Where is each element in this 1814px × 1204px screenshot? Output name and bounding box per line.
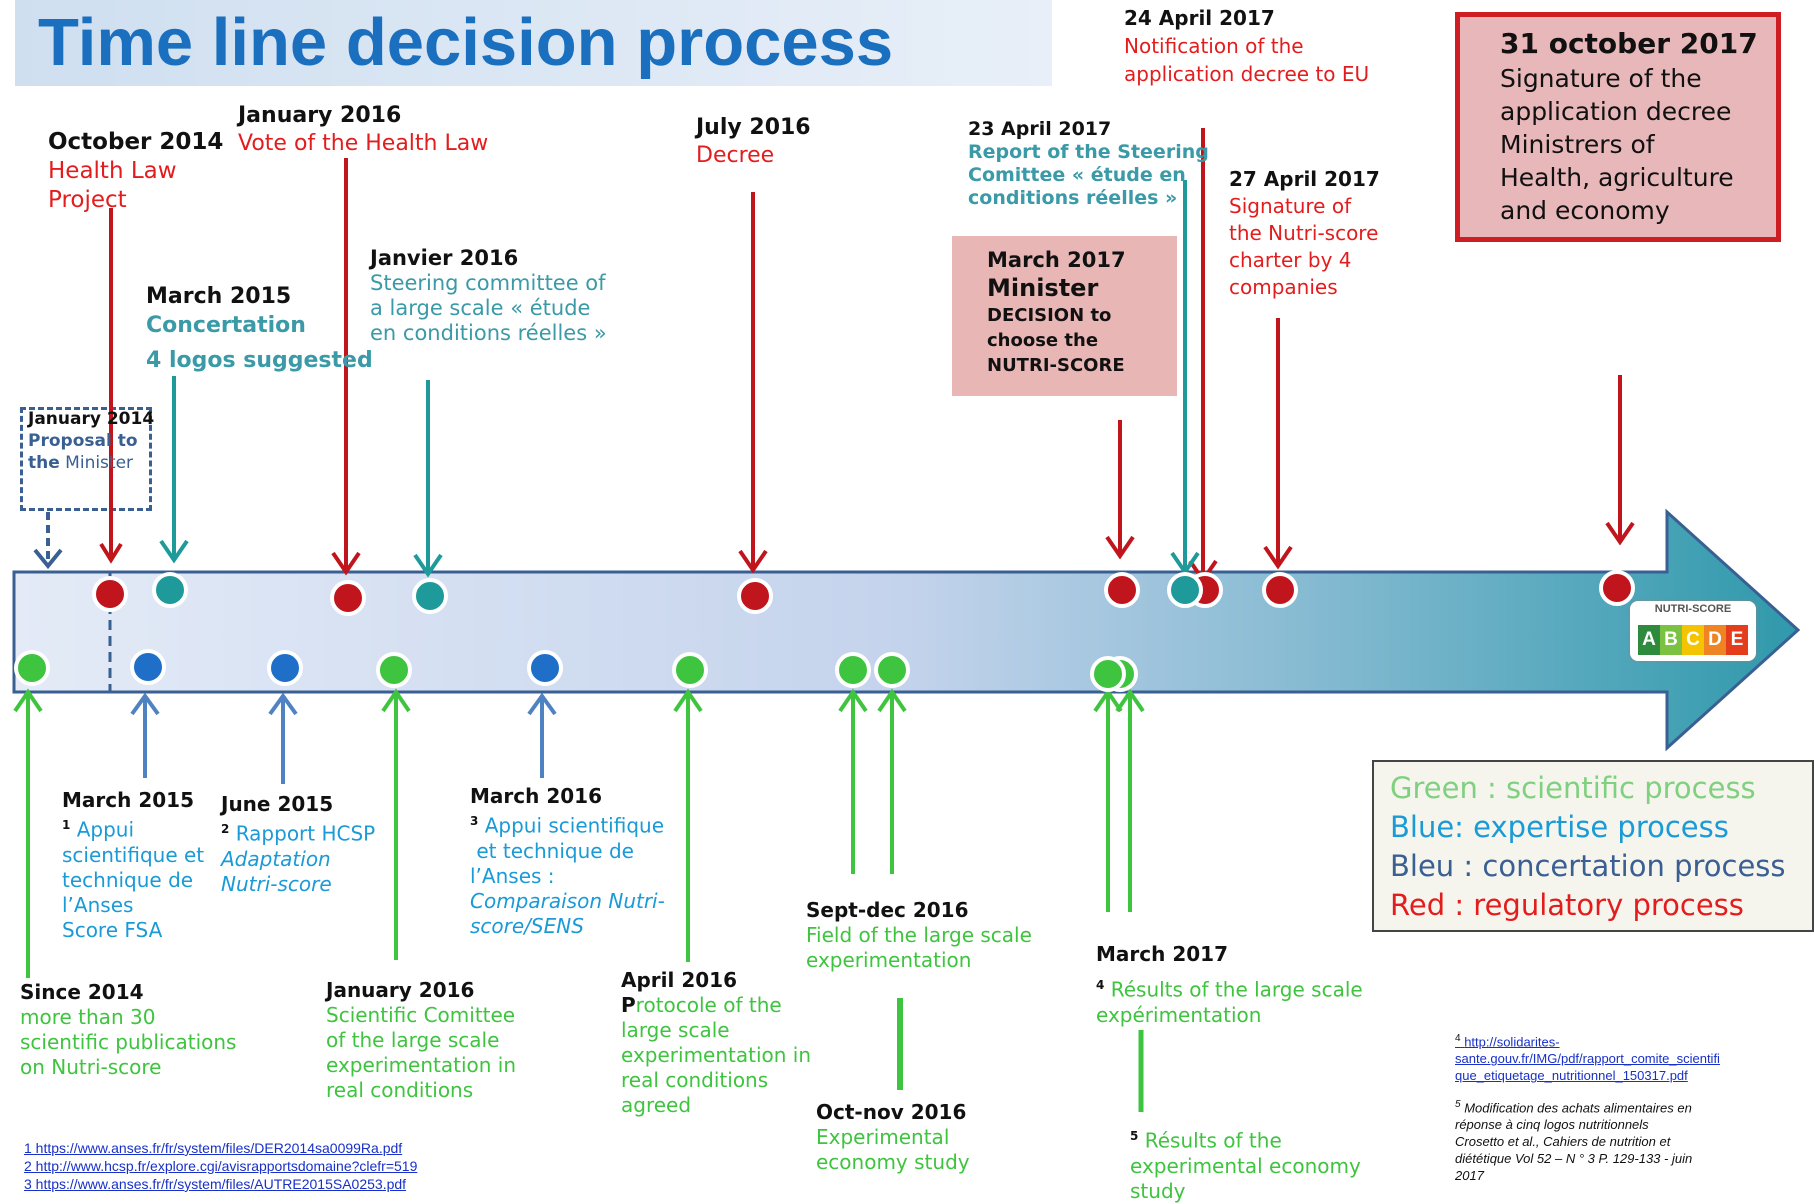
event-sept-dec2016: Sept-dec 2016 Field of the large scale e… xyxy=(806,898,1032,972)
footnote-4: 4 http://solidarites- sante.gouv.fr/IMG/… xyxy=(1455,1033,1720,1084)
legend-green: Green : scientific process xyxy=(1390,771,1756,805)
title-band xyxy=(15,0,1052,86)
event-jul2016: July 2016 Decree xyxy=(696,115,811,168)
event-jan2016-vote: January 2016 Vote of the Health Law xyxy=(238,103,489,156)
link-1[interactable]: 1 https://www.anses.fr/fr/system/files/D… xyxy=(24,1140,403,1156)
event-jan2014: January 2014 Proposal to the Minister xyxy=(28,409,155,473)
event-oct2017: 31 october 2017 Signature of the applica… xyxy=(1500,27,1758,225)
footnote-4-link[interactable]: http://solidarites- xyxy=(1464,1034,1560,1050)
nutriscore-b: B xyxy=(1660,625,1682,655)
reference-links: 1 https://www.anses.fr/fr/system/files/D… xyxy=(24,1139,417,1193)
legend-red: Red : regulatory process xyxy=(1390,888,1744,922)
event-since2014: Since 2014 more than 30 scientific publi… xyxy=(20,980,237,1079)
link-2[interactable]: 2 http://www.hcsp.fr/explore.cgi/avisrap… xyxy=(24,1158,418,1174)
nutriscore-a: A xyxy=(1638,625,1660,655)
event-apr2016: April 2016 Protocole of the large scale … xyxy=(621,968,812,1117)
legend-blue: Blue: expertise process xyxy=(1390,810,1729,844)
legend-bleu: Bleu : concertation process xyxy=(1390,849,1786,883)
event-mar2017-bottom: March 2017 4 Résults of the large scale … xyxy=(1096,942,1363,1027)
event-apr23-2017: 23 April 2017 Report of the Steering Com… xyxy=(968,118,1209,209)
event-mar2015-top: March 2015 Concertation 4 logos suggeste… xyxy=(146,284,373,373)
event-apr24-2017: 24 April 2017 Notification of the applic… xyxy=(1124,6,1370,86)
nutriscore-d: D xyxy=(1704,625,1726,655)
minister-decision-box xyxy=(952,236,1177,396)
event-jan2016-bottom: January 2016 Scientific Comittee of the … xyxy=(326,978,517,1102)
page-title: Time line decision process xyxy=(38,5,894,80)
jan2014-dashed-box xyxy=(20,407,152,511)
dashed-start-segment xyxy=(12,570,112,694)
link-3[interactable]: 3 https://www.anses.fr/fr/system/files/A… xyxy=(24,1176,407,1192)
event-mar2017-minister: March 2017 Minister DECISION to choose t… xyxy=(987,248,1126,376)
oct2017-box xyxy=(1455,12,1781,242)
event-jun2015: June 2015 2 Rapport HCSP Adaptation Nutr… xyxy=(221,792,376,896)
event-oct2014: October 2014 Health Law Project xyxy=(48,129,224,213)
event-janvier2016: Janvier 2016 Steering committee of a lar… xyxy=(370,246,607,345)
event-mar2015-bottom: March 2015 1 Appui scientifique et techn… xyxy=(62,788,205,942)
nutriscore-label: NUTRI-SCORE xyxy=(1654,603,1732,615)
nutriscore-c: C xyxy=(1682,625,1704,655)
event-oct-nov2016: Oct-nov 2016 Experimental economy study xyxy=(816,1100,970,1174)
nutriscore-e: E xyxy=(1726,625,1748,655)
footnote-5: 5 Modification des achats alimentaires e… xyxy=(1455,1099,1693,1184)
legend-box: Green : scientific process Blue: experti… xyxy=(1372,760,1814,932)
event-mar2016: March 2016 3 Appui scientifique et techn… xyxy=(470,784,665,938)
event-apr27-2017: 27 April 2017 Signature of the Nutri-sco… xyxy=(1229,167,1380,299)
timeline-arrow xyxy=(12,508,1801,752)
event-results5: 5 Résults of the experimental economy st… xyxy=(1130,1128,1361,1203)
nutriscore-logo: NUTRI-SCORE A B C D E xyxy=(1630,601,1756,661)
